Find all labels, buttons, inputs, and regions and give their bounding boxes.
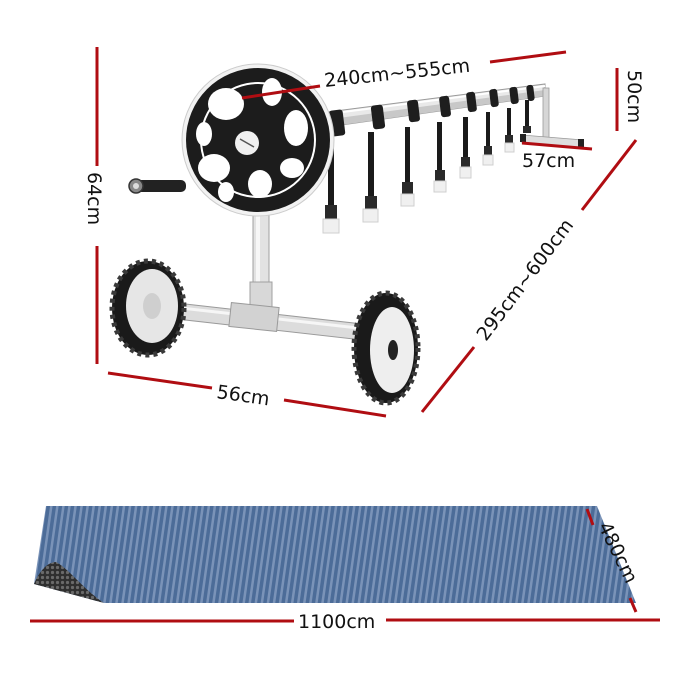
stand-height-left-dimension: 64cm [83, 47, 105, 364]
strap [504, 108, 515, 153]
cover-curled-corner [34, 562, 104, 603]
strap [362, 132, 379, 223]
base-width-left-dimension: 56cm [107, 371, 387, 418]
crank-handle[interactable] [128, 178, 186, 194]
strap [400, 127, 415, 207]
stand-height-right-dimension: 50cm [615, 68, 645, 131]
stand-height-left-label: 64cm [83, 172, 105, 225]
right-t-stand [520, 87, 584, 149]
strap [322, 135, 340, 234]
hanging-straps [322, 100, 531, 234]
strap [433, 122, 447, 193]
strap [523, 100, 531, 133]
stand-height-right-label: 50cm [623, 70, 645, 123]
axle [149, 299, 381, 343]
cover-length-label: 1100cm [298, 611, 375, 633]
left-wheel [109, 258, 187, 358]
solar-pool-cover [34, 506, 636, 603]
cover-length-dimension: 1100cm [30, 611, 660, 633]
hand-wheel[interactable] [181, 63, 335, 217]
adjustable-span-dimension: 295cm~600cm [420, 139, 638, 413]
strap [482, 112, 494, 166]
base-width-right-dimension: 57cm [521, 141, 593, 172]
strap [459, 117, 472, 179]
cover-surface [34, 506, 636, 603]
base-width-right-label: 57cm [522, 150, 575, 172]
pool-cover-reel [109, 63, 584, 406]
right-wheel [351, 290, 421, 406]
base-width-left-label: 56cm [215, 381, 271, 410]
adjustable-span-label: 295cm~600cm [472, 215, 578, 345]
reel-tube-length-label: 240cm~555cm [323, 55, 471, 92]
